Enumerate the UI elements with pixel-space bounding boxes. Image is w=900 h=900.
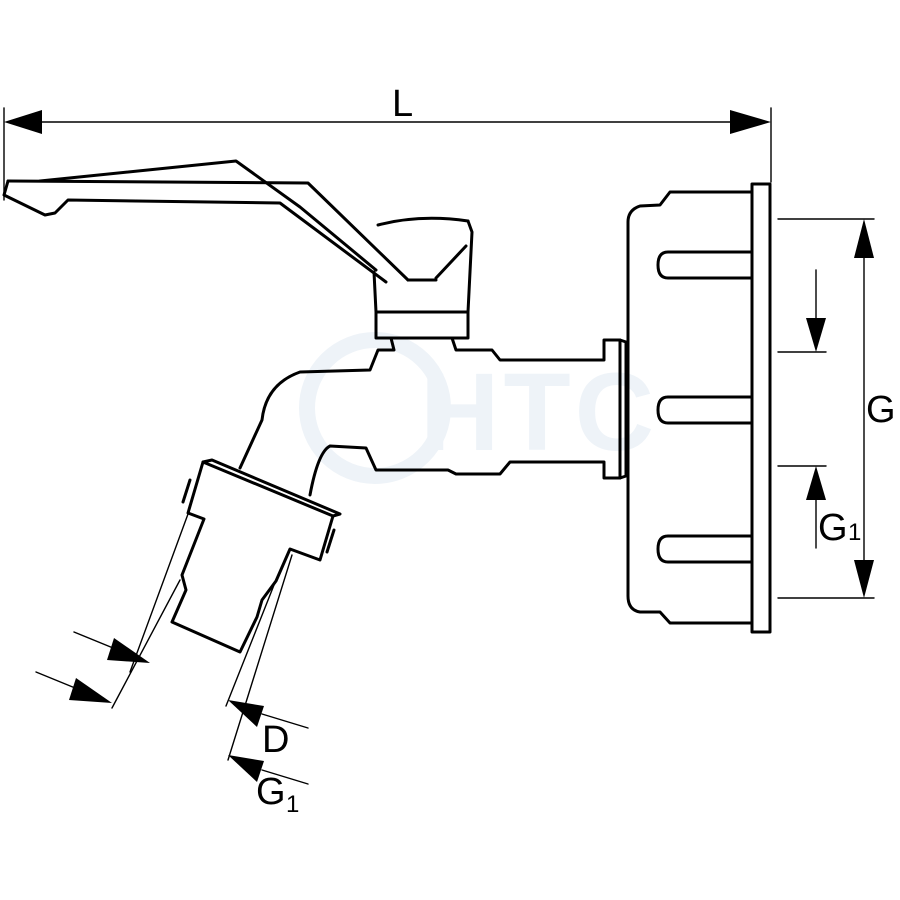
arrow-left-icon xyxy=(228,755,264,782)
label-g1-outlet-sub: 1 xyxy=(286,791,299,818)
arrow-down-icon xyxy=(806,318,826,352)
label-g1-right-sub: 1 xyxy=(848,519,861,546)
arrow-right-icon xyxy=(69,678,112,703)
dimension-l: L xyxy=(3,83,772,201)
lever-handle xyxy=(2,159,474,340)
hose-outlet xyxy=(170,458,342,654)
arrow-left-icon xyxy=(4,110,42,134)
watermark: HTC xyxy=(299,332,658,484)
label-g1-outlet: G xyxy=(256,771,286,813)
arrow-right-icon xyxy=(107,638,150,663)
arrow-down-icon xyxy=(854,560,874,598)
dimension-outlet: D G 1 xyxy=(35,513,309,818)
valve-body xyxy=(238,336,628,497)
arrow-up-icon xyxy=(806,466,826,500)
arrow-right-icon xyxy=(730,110,771,134)
label-l: L xyxy=(392,83,413,125)
tank-connector xyxy=(626,182,772,634)
arrow-up-icon xyxy=(854,219,874,258)
label-d: D xyxy=(262,719,289,761)
label-g: G xyxy=(866,389,896,431)
watermark-text: HTC xyxy=(420,351,658,474)
label-g1-right: G xyxy=(818,507,848,549)
dimension-g1-right: G 1 xyxy=(777,269,861,549)
arrow-left-icon xyxy=(228,700,264,727)
dimension-g: G xyxy=(777,218,896,599)
